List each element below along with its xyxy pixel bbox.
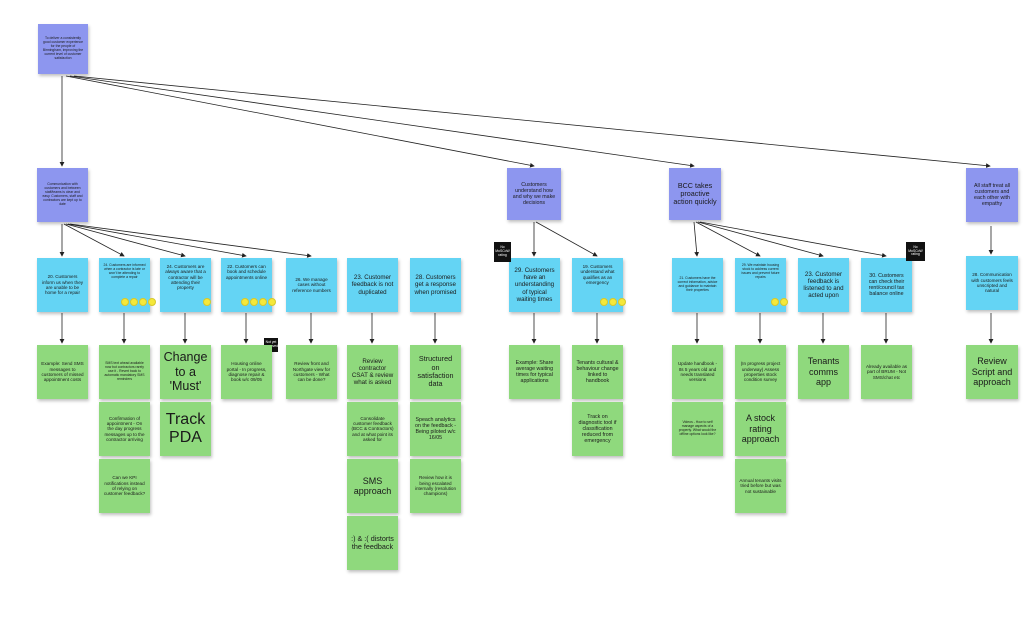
connector <box>693 221 700 257</box>
action-send-sms[interactable]: Example: Send SMS messages to customers … <box>37 345 88 399</box>
outcome-no-reference-numbers[interactable]: 26. We manage cases without reference nu… <box>286 258 337 312</box>
action-review-csat[interactable]: Review contractor CSAT & review what is … <box>347 345 398 399</box>
action-annual-visits[interactable]: Annual tenants visits tried before but w… <box>735 459 786 513</box>
connector <box>695 221 761 257</box>
vote-dot <box>139 298 147 306</box>
vote-dots <box>121 298 156 306</box>
moscow-tag: No MoSCoW rating <box>906 242 925 261</box>
vote-dot <box>203 298 211 306</box>
connector <box>69 223 312 258</box>
connector <box>67 223 247 258</box>
vote-dots <box>771 298 788 306</box>
action-sms-reminders[interactable]: SMS text ahead available now but contrac… <box>99 345 150 399</box>
outcome-unscripted-communication[interactable]: 28. Communication with customers feels u… <box>966 256 1018 310</box>
vote-dot <box>121 298 129 306</box>
action-stock-rating[interactable]: A stock rating approach <box>735 402 786 456</box>
outcome-feedback-not-duplicated[interactable]: 23. Customer feedback is not duplicated <box>347 258 398 312</box>
action-speech-analytics[interactable]: Speach analytics on the feedback - Being… <box>410 402 461 456</box>
vote-dot <box>259 298 267 306</box>
action-structured-satisfaction[interactable]: Structured on satisfaction data <box>410 345 461 399</box>
moscow-tag: No MoSCoW rating <box>494 242 511 262</box>
action-update-handbook[interactable]: Update handbook - Its 5 years old and ne… <box>672 345 723 399</box>
vote-dot <box>268 298 276 306</box>
vote-dots <box>203 298 211 306</box>
theme-empathy[interactable]: All staff treat all customers and each o… <box>966 168 1018 222</box>
action-smiley-feedback[interactable]: :) & :( distorts the feedback <box>347 516 398 570</box>
outcome-response-when-promised[interactable]: 28. Customers get a response when promis… <box>410 258 461 312</box>
action-appointment-confirmation[interactable]: Confirmation of appointment - On the day… <box>99 402 150 456</box>
theme-proactive-action[interactable]: BCC takes proactive action quickly <box>669 168 721 220</box>
vote-dot <box>600 298 608 306</box>
action-tenants-comms-app[interactable]: Tenants comms app <box>798 345 849 399</box>
outcome-correct-information[interactable]: 21. Customers have the correct informati… <box>672 258 723 312</box>
action-change-to-must[interactable]: Change to a 'Must' <box>160 345 211 399</box>
vote-dots <box>241 298 276 306</box>
outcome-typical-waiting-times[interactable]: 29. Customers have an understanding of t… <box>509 258 560 312</box>
action-track-pda[interactable]: Track PDA <box>160 402 211 456</box>
vote-dot <box>241 298 249 306</box>
outcome-contractor-attending[interactable]: 24. Customers are always aware that a co… <box>160 258 211 312</box>
action-kpi-notifications[interactable]: Can we KPI notifications instead of rely… <box>99 459 150 513</box>
vote-dot <box>609 298 617 306</box>
action-review-escalation[interactable]: Review how it is being escalated interna… <box>410 459 461 513</box>
action-consolidate-feedback[interactable]: Consolidate customer feedback (BCC & Con… <box>347 402 398 456</box>
connector <box>697 221 824 258</box>
connector <box>73 75 991 168</box>
action-housing-portal[interactable]: Housing online portal - In progress, dia… <box>221 345 272 399</box>
connector <box>63 223 125 257</box>
vote-dot <box>130 298 138 306</box>
vote-dot <box>780 298 788 306</box>
action-track-diagnostic-tool[interactable]: Track on diagnostic tool if classificati… <box>572 402 623 456</box>
vote-dots <box>600 298 626 306</box>
action-stock-condition-survey[interactable]: (In progress project underway) Assess pr… <box>735 345 786 399</box>
vote-dot <box>148 298 156 306</box>
vote-dot <box>618 298 626 306</box>
connector <box>65 75 535 168</box>
vote-dot <box>771 298 779 306</box>
outcome-check-rent-balance[interactable]: 30. Customers can check their rent/counc… <box>861 258 912 312</box>
goal-note[interactable]: To deliver a consistently good customer … <box>38 24 88 74</box>
action-share-waiting-times[interactable]: Example: Share average waiting times for… <box>509 345 560 399</box>
action-self-manage-videos[interactable]: Videos - How to self manage aspects of a… <box>672 402 723 456</box>
theme-communication[interactable]: Communication with customers and between… <box>37 168 88 222</box>
outcome-feedback-acted-upon[interactable]: 23. Customer feedback is listened to and… <box>798 258 849 312</box>
connector <box>699 221 887 258</box>
connector <box>69 75 695 168</box>
connector <box>65 223 186 258</box>
outcome-inform-unable-home[interactable]: 20. Customers inform us when they are un… <box>37 258 88 312</box>
theme-understand-decisions[interactable]: Customers understand how and why we make… <box>507 168 561 220</box>
action-sms-approach[interactable]: SMS approach <box>347 459 398 513</box>
action-brum-available[interactable]: Already available as part of BRUM - Not … <box>861 345 912 399</box>
outcome-maintain-housing-stock[interactable]: 29. We maintain housing stock to address… <box>735 258 786 312</box>
connector <box>535 221 598 257</box>
action-review-northgate[interactable]: Review front and Northgate view for cust… <box>286 345 337 399</box>
vote-dot <box>250 298 258 306</box>
action-tenants-behaviour-change[interactable]: Tenants cultural & behaviour change link… <box>572 345 623 399</box>
action-review-script[interactable]: Review Script and approach <box>966 345 1018 399</box>
